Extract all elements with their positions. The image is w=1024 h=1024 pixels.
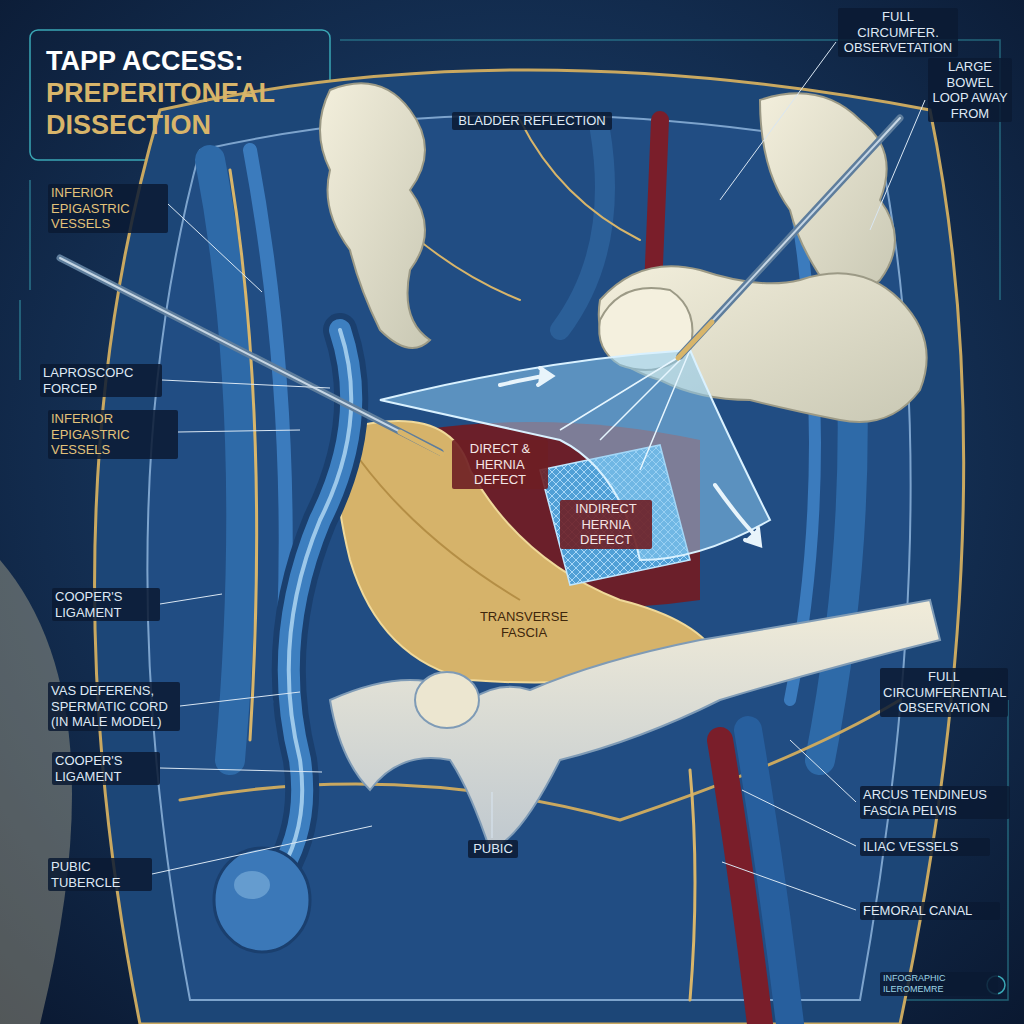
muscle-bands [560,130,605,330]
background [0,560,72,1024]
part-label: ARCUS TENDINEUS FASCIA PELVIS [860,786,1010,819]
part-label: LAPROSCOPC FORCEP [40,364,162,397]
part-label: LARGE BOWEL LOOP AWAY FROM [928,58,1012,122]
part-label: FULL CIRCUMFER. OBSERVETATION [838,8,958,57]
title: TAPP ACCESS: PREPERITONEAL DISSECTION [46,46,296,142]
leader-lines [152,826,372,874]
flow-arrows [745,528,760,545]
forceps [60,118,900,454]
part-label: VAS DEFERENS, SPERMATIC CORD (IN MALE MO… [48,682,180,731]
leader-lines [160,768,322,772]
leader-lines [722,862,856,910]
leader-lines [180,692,300,706]
leader-lines [178,430,300,432]
bowel-loops [320,83,430,348]
iliac-vessels [690,770,695,1000]
part-label: INDIRECT HERNIA DEFECT [560,500,652,549]
pelvic-cavity [147,115,910,1000]
pubic-bone [415,672,479,728]
flow-arrows [715,485,755,535]
leader-lines [790,740,856,802]
muscle-bands [520,120,640,240]
part-label: BLADDER REFLECTION [452,112,612,130]
leader-lines [168,204,262,292]
leader-lines [492,792,493,838]
muscle-bands [230,170,257,740]
part-label: FULL CIRCUMFERENTIAL OBSERVATION [880,668,1008,717]
leader-lines [742,790,856,846]
part-label: ILIAC VESSELS [860,838,990,856]
part-label: DIRECT & HERNIA DEFECT [452,440,548,489]
leader-lines [152,42,925,910]
peritoneal-flap [560,350,690,470]
part-label: INFERIOR EPIGASTRIC VESSELS [48,410,178,459]
part-label: PUBIC [468,840,518,858]
spermatic-cord [234,871,270,899]
leader-lines [870,100,925,230]
iliac-vessels [690,730,790,1024]
part-label: PUBIC TUBERCLE [48,858,152,891]
part-label: TRANSVERSE FASCIA [468,608,580,641]
part-label: INFERIOR EPIGASTRIC VESSELS [48,184,168,233]
spermatic-cord [214,848,310,952]
part-label: INFOGRAPHIC ILEROMEMRE [880,972,998,996]
part-label: COOPER'S LIGAMENT [52,752,160,785]
forceps [400,432,442,454]
spermatic-cord [275,330,351,880]
part-label: COOPER'S LIGAMENT [52,588,160,621]
frame-lines [20,180,30,380]
pelvic-cavity [95,70,964,1024]
spermatic-cord [275,330,351,880]
pubic-bone [330,600,940,850]
iliac-vessels [748,730,790,1024]
leader-lines [160,594,222,604]
leader-lines [162,380,330,388]
forceps [678,322,712,358]
pubic-bone [330,600,940,850]
part-label: FEMORAL CANAL [860,902,1000,920]
flow-arrows [538,368,552,385]
leader-lines [720,42,836,200]
pelvic-cavity [95,70,964,1024]
spermatic-cord [214,330,351,952]
muscle-bands [210,160,241,760]
spermatic-cord [275,330,351,880]
